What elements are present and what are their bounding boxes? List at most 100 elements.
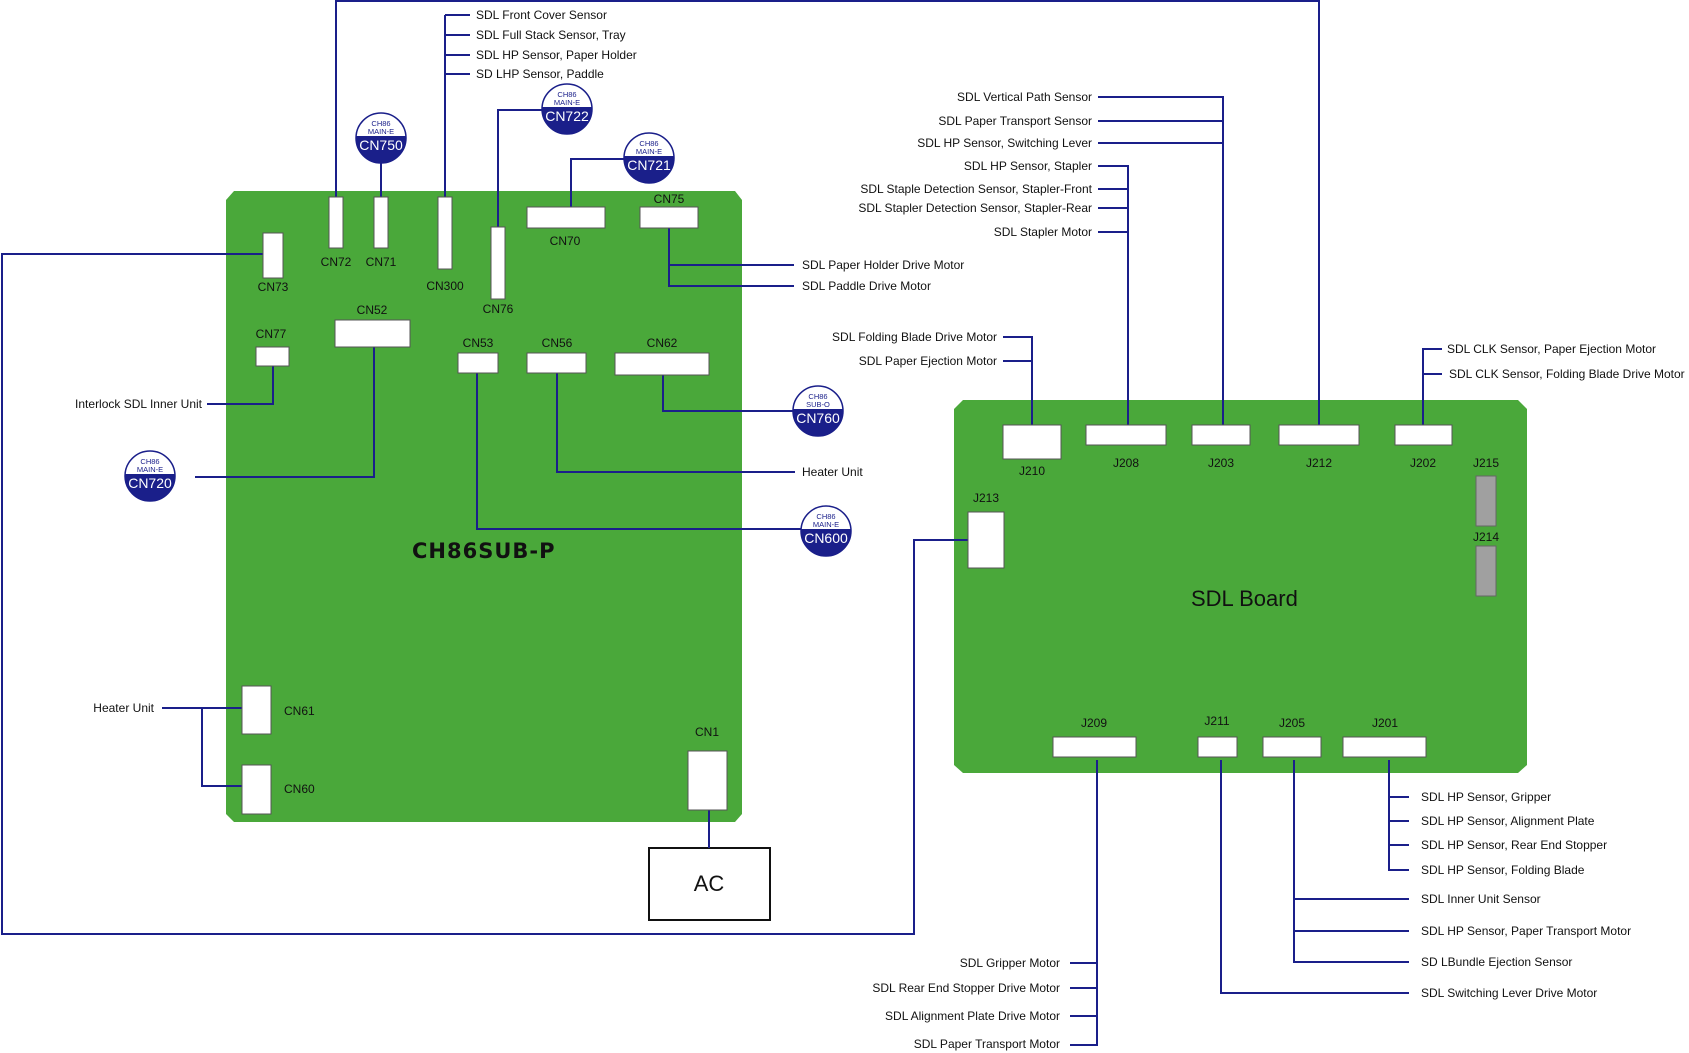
svg-text:CH86: CH86 bbox=[639, 139, 658, 148]
badge-cn721-code: CN721 bbox=[627, 157, 671, 173]
wire-j209-motors bbox=[1070, 760, 1098, 1046]
j208-label: J208 bbox=[1113, 456, 1139, 470]
wire-cn77-interlock bbox=[207, 366, 274, 405]
cn1-label: CN1 bbox=[695, 725, 719, 739]
connector-cn77 bbox=[255, 346, 290, 367]
connector-j201 bbox=[1342, 736, 1427, 758]
cn73-label: CN73 bbox=[258, 280, 289, 294]
badge-cn750-code: CN750 bbox=[359, 137, 403, 153]
label-paper-transport-motor: SDL Paper Transport Motor bbox=[914, 1037, 1060, 1051]
wire-j210-motors bbox=[1003, 336, 1033, 425]
connector-j202 bbox=[1394, 424, 1453, 446]
svg-text:MAIN-E: MAIN-E bbox=[368, 127, 394, 136]
svg-text:CH86: CH86 bbox=[557, 90, 576, 99]
svg-text:MAIN-E: MAIN-E bbox=[813, 520, 839, 529]
badge-cn722-code: CN722 bbox=[545, 108, 589, 124]
label-staple-detect-front: SDL Staple Detection Sensor, Stapler-Fro… bbox=[860, 182, 1092, 196]
wires bbox=[1, 0, 1442, 1046]
label-paper-transport-sensor: SDL Paper Transport Sensor bbox=[938, 114, 1092, 128]
badge-cn721: CH86 MAIN-E CN721 bbox=[623, 132, 675, 184]
j209-label: J209 bbox=[1081, 716, 1107, 730]
connector-j213 bbox=[967, 511, 1005, 569]
j214-label: J214 bbox=[1473, 530, 1499, 544]
wire-j205-sensors bbox=[1293, 760, 1409, 963]
label-hp-paper-transport-motor: SDL HP Sensor, Paper Transport Motor bbox=[1421, 924, 1631, 938]
ch86sub-p-board bbox=[226, 191, 742, 822]
cn70-label: CN70 bbox=[550, 234, 581, 248]
cn75-label: CN75 bbox=[654, 192, 685, 206]
cn60-label: CN60 bbox=[284, 782, 315, 796]
connector-cn75 bbox=[639, 206, 699, 229]
right-connectors: J210 J208 J203 J212 J202 J215 J214 J213 … bbox=[967, 424, 1499, 758]
left-connectors: CN72 CN71 CN300 CN76 CN70 CN75 CN73 CN77… bbox=[241, 192, 728, 815]
label-switching-lever-motor: SDL Switching Lever Drive Motor bbox=[1421, 986, 1597, 1000]
sdl-board bbox=[954, 400, 1527, 773]
label-hp-rear-end-stopper: SDL HP Sensor, Rear End Stopper bbox=[1421, 838, 1607, 852]
badge-cn600-code: CN600 bbox=[804, 530, 848, 546]
label-hp-switching-lever: SDL HP Sensor, Switching Lever bbox=[917, 136, 1092, 150]
label-stapler-motor: SDL Stapler Motor bbox=[994, 225, 1092, 239]
connector-cn73 bbox=[262, 232, 284, 279]
component-labels: SDL Front Cover Sensor SDL Full Stack Se… bbox=[75, 8, 1685, 1051]
ch86sub-p-title: CH86SUB-P bbox=[412, 539, 556, 563]
connector-j205 bbox=[1262, 736, 1322, 758]
svg-text:MAIN-E: MAIN-E bbox=[636, 147, 662, 156]
svg-text:CH86: CH86 bbox=[371, 119, 390, 128]
badge-cn750: CH86 MAIN-E CN750 bbox=[355, 112, 407, 164]
connector-cn60 bbox=[241, 764, 272, 815]
badge-cn760: CH86 SUB-O CN760 bbox=[792, 385, 844, 437]
svg-text:MAIN-E: MAIN-E bbox=[554, 98, 580, 107]
j203-label: J203 bbox=[1208, 456, 1234, 470]
connector-cn52 bbox=[334, 319, 411, 348]
connector-j211 bbox=[1197, 736, 1238, 758]
connector-j209 bbox=[1052, 736, 1137, 758]
j211-label: J211 bbox=[1204, 714, 1229, 728]
wire-j208-stapler bbox=[1098, 165, 1129, 425]
label-paper-holder-motor: SDL Paper Holder Drive Motor bbox=[802, 258, 964, 272]
cn77-label: CN77 bbox=[256, 327, 287, 341]
label-hp-paper-holder: SDL HP Sensor, Paper Holder bbox=[476, 48, 637, 62]
cn56-label: CN56 bbox=[542, 336, 573, 350]
label-hp-folding-blade: SDL HP Sensor, Folding Blade bbox=[1421, 863, 1585, 877]
label-hp-alignment-plate: SDL HP Sensor, Alignment Plate bbox=[1421, 814, 1595, 828]
connector-j212 bbox=[1278, 424, 1360, 446]
label-gripper-motor: SDL Gripper Motor bbox=[960, 956, 1060, 970]
connector-j203 bbox=[1191, 424, 1251, 446]
cn76-label: CN76 bbox=[483, 302, 514, 316]
wire-j202-clk bbox=[1422, 348, 1442, 425]
label-rear-end-stopper-motor: SDL Rear End Stopper Drive Motor bbox=[872, 981, 1060, 995]
wire-cn56-heater bbox=[556, 373, 795, 473]
wire-cn75-motors bbox=[668, 228, 794, 287]
label-stapler-detect-rear: SDL Stapler Detection Sensor, Stapler-Re… bbox=[858, 201, 1092, 215]
label-hp-gripper: SDL HP Sensor, Gripper bbox=[1421, 790, 1551, 804]
wire-cn52-cn720 bbox=[195, 347, 375, 478]
label-interlock: Interlock SDL Inner Unit bbox=[75, 397, 203, 411]
ac-box bbox=[648, 847, 771, 921]
j202-label: J202 bbox=[1410, 456, 1436, 470]
label-alignment-plate-motor: SDL Alignment Plate Drive Motor bbox=[885, 1009, 1060, 1023]
label-folding-blade-motor: SDL Folding Blade Drive Motor bbox=[832, 330, 997, 344]
connector-cn56 bbox=[526, 352, 587, 374]
connector-j215 bbox=[1475, 475, 1497, 527]
wire-cn76-cn722 bbox=[497, 109, 543, 227]
connector-j208 bbox=[1085, 424, 1167, 446]
svg-text:CH86: CH86 bbox=[816, 512, 835, 521]
wire-j211-motor bbox=[1220, 760, 1409, 994]
connector-cn61 bbox=[241, 685, 272, 735]
cn52-label: CN52 bbox=[357, 303, 388, 317]
cn72-label: CN72 bbox=[321, 255, 352, 269]
wire-cn73-j213 bbox=[1, 253, 968, 935]
j210-label: J210 bbox=[1019, 464, 1045, 478]
connector-cn70 bbox=[526, 206, 606, 229]
connector-cn76 bbox=[490, 226, 506, 300]
ac-label: AC bbox=[694, 871, 725, 896]
connector-cn71 bbox=[373, 196, 389, 249]
connector-cn53 bbox=[457, 352, 499, 374]
j201-label: J201 bbox=[1372, 716, 1398, 730]
cn62-label: CN62 bbox=[647, 336, 678, 350]
badge-cn722: CH86 MAIN-E CN722 bbox=[541, 83, 593, 135]
j213-label: J213 bbox=[973, 491, 999, 505]
connector-cn72 bbox=[328, 196, 344, 249]
badge-cn720: CH86 MAIN-E CN720 bbox=[124, 450, 176, 502]
